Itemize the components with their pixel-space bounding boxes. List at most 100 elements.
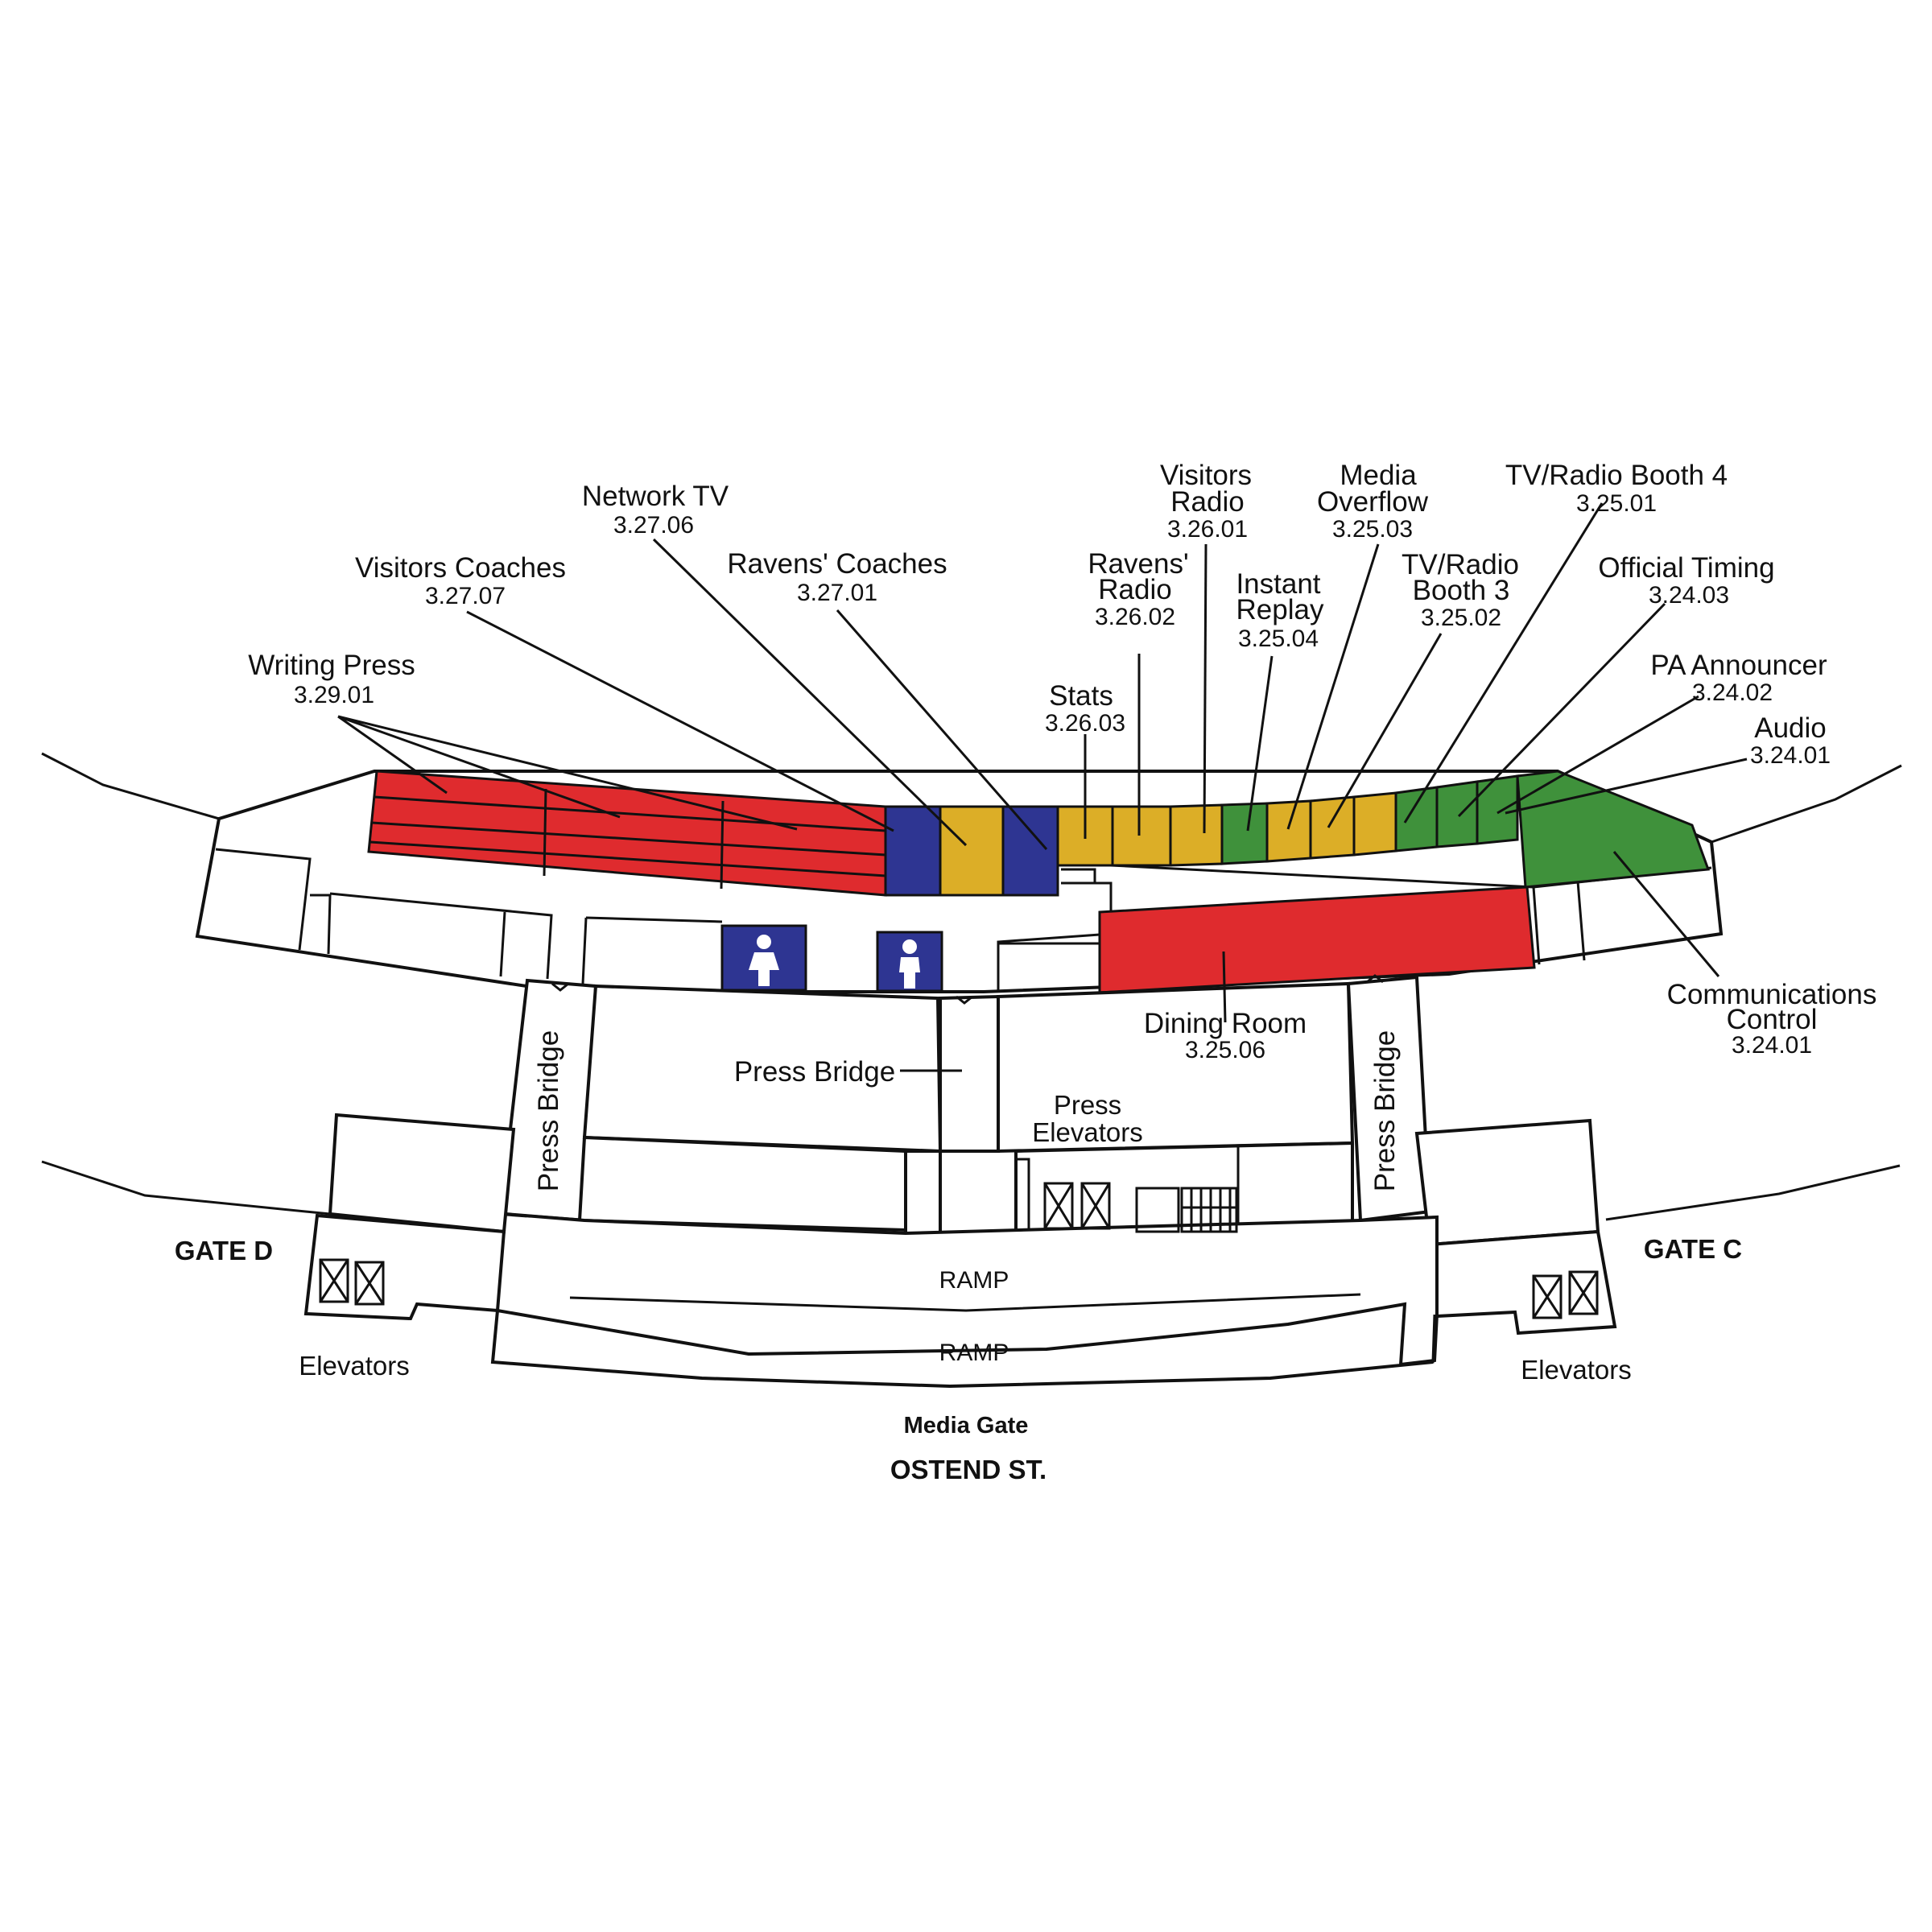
visitors-radio-booth[interactable] <box>1169 803 1224 867</box>
leader-lines <box>337 502 1748 1072</box>
elevator-icon <box>354 1261 385 1306</box>
door-icon <box>956 995 973 1005</box>
label-tv-radio-booth-4: TV/Radio Booth 4 3.25.01 <box>1505 460 1728 517</box>
pa-announcer-booth[interactable] <box>1435 780 1479 848</box>
label-stats: Stats 3.26.03 <box>1045 680 1125 737</box>
svg-text:Elevators: Elevators <box>1032 1117 1143 1147</box>
label-gate-c: GATE C <box>1644 1234 1742 1264</box>
instant-replay-booth[interactable] <box>1220 802 1269 865</box>
svg-text:PA Announcer: PA Announcer <box>1650 650 1827 681</box>
writing-press-divider-2 <box>371 821 886 857</box>
label-press-elevators: Press Elevators <box>1032 1090 1143 1147</box>
ravens-coaches-room[interactable] <box>1001 805 1059 897</box>
svg-text:Writing Press: Writing Press <box>248 650 415 681</box>
writing-press-divider-4 <box>543 788 547 877</box>
ramp-outer <box>491 1310 1436 1388</box>
audio-booth[interactable] <box>1476 774 1519 845</box>
media-overflow-booth[interactable] <box>1265 799 1312 863</box>
label-ravens-coaches: Ravens' Coaches 3.27.01 <box>727 548 947 606</box>
elevator-icon <box>1080 1182 1111 1230</box>
svg-text:3.26.02: 3.26.02 <box>1095 604 1175 630</box>
label-tv-radio-booth-3: TV/Radio Booth 3 3.25.02 <box>1402 549 1519 631</box>
svg-text:TV/Radio: TV/Radio <box>1402 549 1519 580</box>
women-restroom-icon <box>749 935 779 986</box>
network-tv-room[interactable] <box>884 805 942 897</box>
svg-text:TV/Radio Booth 4: TV/Radio Booth 4 <box>1505 460 1728 491</box>
room-outline-left-1 <box>215 848 312 951</box>
svg-text:3.24.01: 3.24.01 <box>1750 742 1831 769</box>
room-outline-left-2 <box>310 894 332 955</box>
bowl-edge-upper-right <box>1711 764 1902 844</box>
room-outline-left-4 <box>499 911 506 977</box>
men-restroom[interactable] <box>876 931 943 993</box>
elevator-bank-gate-d <box>319 1258 385 1306</box>
svg-text:Press: Press <box>1054 1090 1121 1120</box>
svg-text:3.25.02: 3.25.02 <box>1421 605 1501 631</box>
center-yellow-room[interactable] <box>939 805 1005 897</box>
label-press-bridge-center: Press Bridge <box>734 1056 895 1088</box>
label-visitors-radio: Visitors Radio 3.26.01 <box>1160 460 1252 543</box>
label-press-bridge-left: Press Bridge <box>533 1030 564 1191</box>
tv-radio-booth-3[interactable] <box>1309 795 1356 860</box>
svg-text:3.26.03: 3.26.03 <box>1045 710 1125 737</box>
writing-press-divider-1 <box>374 795 886 832</box>
label-communications-control: Communications Control 3.24.01 <box>1667 979 1877 1059</box>
label-gate-d: GATE D <box>175 1236 273 1265</box>
label-street: OSTEND ST. <box>890 1455 1046 1484</box>
svg-text:3.24.02: 3.24.02 <box>1692 679 1773 706</box>
label-writing-press: Writing Press 3.29.01 <box>248 650 415 708</box>
svg-text:3.27.06: 3.27.06 <box>613 512 694 539</box>
ravens-radio-booth[interactable] <box>1111 805 1172 867</box>
room-outline-right-2 <box>1576 881 1586 961</box>
tv-radio-booth-4[interactable] <box>1352 791 1397 857</box>
label-audio: Audio 3.24.01 <box>1750 712 1831 769</box>
men-restroom-icon <box>899 939 920 989</box>
elevator-icon <box>1532 1274 1563 1319</box>
official-timing-booth[interactable] <box>1394 786 1439 852</box>
room-outline-center-1 <box>585 916 723 923</box>
svg-text:3.27.01: 3.27.01 <box>797 580 877 606</box>
svg-text:3.25.04: 3.25.04 <box>1238 625 1319 652</box>
label-ravens-radio: Ravens' Radio 3.26.02 <box>1088 548 1188 630</box>
stairs-icon <box>1180 1187 1238 1233</box>
gate-d-wing-lower <box>303 1213 506 1321</box>
gate-d-wing-upper <box>328 1113 516 1234</box>
label-instant-replay: Instant Replay 3.25.04 <box>1236 568 1324 652</box>
svg-text:Booth 3: Booth 3 <box>1413 575 1510 606</box>
label-network-tv: Network TV 3.27.06 <box>582 481 729 539</box>
central-corridor <box>939 994 1000 1153</box>
svg-text:3.25.01: 3.25.01 <box>1576 490 1657 517</box>
label-elevators-right: Elevators <box>1521 1355 1632 1385</box>
svg-text:Radio: Radio <box>1170 486 1244 518</box>
elevator-icon <box>319 1258 349 1303</box>
svg-text:3.27.07: 3.27.07 <box>425 583 506 609</box>
label-elevators-left: Elevators <box>299 1351 410 1381</box>
press-utility-room <box>1135 1187 1180 1233</box>
label-ramp-lower: RAMP <box>939 1340 1009 1366</box>
writing-press-divider-5 <box>720 800 724 890</box>
bowl-edge-lower-right <box>1605 1164 1901 1221</box>
central-block-left-lower-2 <box>904 1150 942 1237</box>
gate-c-wing-lower <box>1427 1229 1617 1335</box>
bowl-edge-upper-left <box>41 752 220 820</box>
room-outline-right-1 <box>1532 886 1541 965</box>
svg-text:Radio: Radio <box>1098 574 1171 605</box>
svg-text:Instant: Instant <box>1236 568 1320 600</box>
svg-text:Dining Room: Dining Room <box>1144 1008 1307 1039</box>
elevator-bank-press <box>1043 1182 1238 1233</box>
svg-text:Replay: Replay <box>1236 594 1324 625</box>
svg-text:3.25.03: 3.25.03 <box>1332 516 1413 543</box>
svg-text:Audio: Audio <box>1754 712 1827 744</box>
label-official-timing: Official Timing 3.24.03 <box>1598 552 1774 609</box>
women-restroom[interactable] <box>720 924 807 992</box>
svg-text:Visitors Coaches: Visitors Coaches <box>355 552 566 584</box>
room-outline-center-2 <box>581 917 588 985</box>
door-icon <box>1366 974 1384 984</box>
svg-text:3.25.06: 3.25.06 <box>1185 1037 1265 1063</box>
label-visitors-coaches: Visitors Coaches 3.27.07 <box>355 552 566 609</box>
elevator-bank-gate-c <box>1532 1270 1599 1319</box>
label-ramp-upper: RAMP <box>939 1267 1009 1294</box>
gate-c-wing-upper <box>1414 1118 1600 1247</box>
